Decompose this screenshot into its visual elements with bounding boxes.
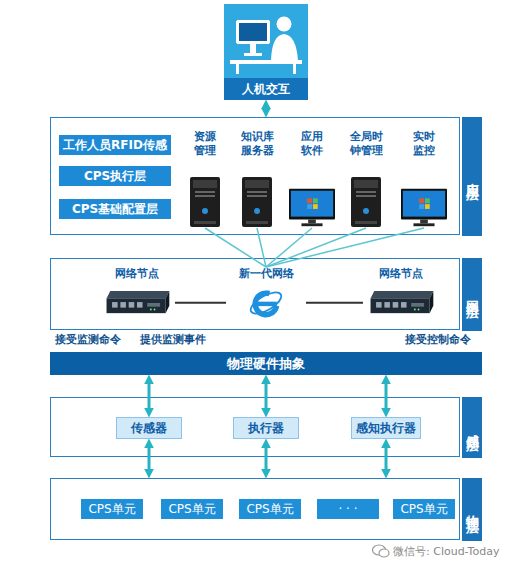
computer-node: 知识库服务器: [235, 130, 279, 228]
device-box: 执行器: [233, 417, 299, 439]
layer-band: 应用层工作人员RFID传感CPS执行层CPS基础配置层资源管理知识库服务器应用软…: [50, 117, 460, 235]
double-arrow: [265, 381, 268, 411]
watermark: 微信号: Cloud-Today: [393, 544, 499, 559]
cps-unit: CPS单元: [161, 499, 223, 519]
cps-unit: · · ·: [317, 499, 379, 519]
double-arrow: [148, 445, 151, 472]
module-box: 工作人员RFID传感: [59, 135, 171, 155]
wechat-icon: [372, 544, 390, 558]
computer-icon: [289, 188, 335, 228]
network-icon: [248, 285, 284, 321]
layer-label: 应用层: [462, 117, 482, 236]
computer-node: 资源管理: [183, 130, 227, 228]
signal-label: 接受控制命令: [405, 333, 471, 347]
computer-node: 应用软件: [288, 130, 336, 228]
network-node: 网络节点: [363, 267, 439, 323]
computer-icon: [401, 188, 447, 228]
abstraction-bar: 物理硬件抽象: [50, 352, 482, 375]
double-arrow: [385, 445, 388, 472]
layer-band: 物理层CPS单元CPS单元CPS单元· · ·CPS单元: [50, 478, 460, 540]
module-box: CPS执行层: [59, 166, 171, 186]
module-box: CPS基础配置层: [59, 199, 171, 219]
double-arrow: [148, 381, 151, 411]
node-label: 传感器: [117, 418, 181, 438]
network-cable: [306, 302, 363, 304]
network-cable: [175, 302, 226, 304]
node-label: CPS单元: [161, 499, 223, 519]
node-label: 工作人员RFID传感: [59, 135, 171, 155]
layer-label: 感知层: [462, 397, 482, 458]
node-label: CPS单元: [393, 499, 455, 519]
node-label: CPS单元: [239, 499, 301, 519]
computer-node: 全局时钟管理: [344, 130, 388, 228]
double-arrow: [385, 381, 388, 411]
node-label: 人机交互: [224, 78, 308, 100]
signal-label: 接受监测命令: [55, 333, 121, 347]
node-label: 物理硬件抽象: [50, 352, 482, 375]
node-label: 知识库服务器: [238, 130, 276, 158]
person-icon: [224, 4, 308, 78]
device-box: 传感器: [116, 417, 182, 439]
node-label: 网络节点: [115, 267, 159, 281]
double-arrow: [265, 445, 268, 472]
node-label: 全局时钟管理: [347, 130, 385, 158]
network-icon: [102, 291, 172, 315]
cps-unit: CPS单元: [81, 499, 143, 519]
network-icon: [366, 291, 436, 315]
computer-icon: [242, 176, 272, 228]
node-label: · · ·: [317, 499, 379, 519]
node-label: 新一代网络: [239, 267, 294, 281]
layer-label: 物理层: [462, 478, 482, 541]
layer-band: 感知层传感器执行器感知执行器: [50, 397, 460, 457]
node-label: 实时监控: [411, 130, 437, 158]
node-label: CPS基础配置层: [59, 199, 171, 219]
network-node: 网络节点: [99, 267, 175, 323]
layer-band: 网络层网络节点新一代网络网络节点: [50, 258, 460, 330]
layer-label: 网络层: [462, 258, 482, 331]
node-label: 资源管理: [192, 130, 218, 158]
cps-unit: CPS单元: [239, 499, 301, 519]
computer-icon: [190, 176, 220, 228]
node-label: 应用软件: [299, 130, 325, 158]
device-box: 感知执行器: [351, 417, 421, 439]
node-label: CPS执行层: [59, 166, 171, 186]
node-label: CPS单元: [81, 499, 143, 519]
network-cloud: 新一代网络: [226, 267, 306, 323]
node-label: 感知执行器: [352, 418, 420, 438]
hmi-box: 人机交互: [224, 4, 308, 100]
computer-icon: [351, 176, 381, 228]
signal-label: 提供监测事件: [140, 333, 206, 347]
cps-unit: CPS单元: [393, 499, 455, 519]
node-label: 网络节点: [379, 267, 423, 281]
computer-node: 实时监控: [399, 130, 449, 228]
node-label: 执行器: [234, 418, 298, 438]
double-arrow: [265, 106, 268, 111]
